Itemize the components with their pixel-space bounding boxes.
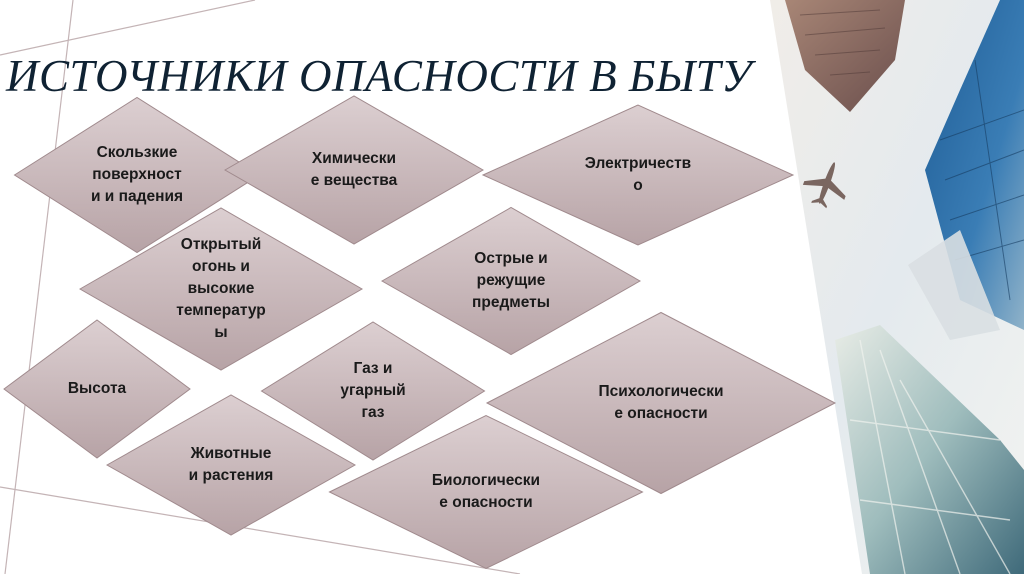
hazard-diamond-shape	[260, 321, 486, 461]
hazard-diamond-shape	[3, 319, 191, 459]
hazard-diamond-label: Биологически е опасности	[431, 472, 541, 511]
hazard-diamond-shape	[485, 311, 837, 495]
hazard-diamond-shape	[223, 95, 485, 245]
hazard-diamond-label: Скользкие поверхност и и падения	[90, 144, 184, 205]
hazard-diamond-label: Электричеств о	[584, 155, 692, 194]
hazard-diamond-label: Острые и режущие предметы	[472, 250, 550, 311]
hazard-diamond-shape	[328, 414, 644, 570]
hazard-diamond-shape	[105, 394, 357, 536]
slide-title: ИСТОЧНИКИ ОПАСНОСТИ В БЫТУ	[6, 51, 752, 101]
hazard-diamond-label: Животные и растения	[188, 445, 274, 484]
hazard-diamond-shape	[481, 104, 795, 246]
hazard-diamond-shape	[380, 206, 642, 356]
hazard-diamond-label: Высота	[67, 380, 127, 397]
airplane-icon	[802, 162, 846, 209]
hazard-diamond-shape	[78, 207, 364, 371]
hazard-diamond-label: Открытый огонь и высокие температур ы	[176, 236, 266, 341]
hazard-diamond-label: Химически е вещества	[310, 150, 398, 189]
hazard-diamond-label: Газ и угарный газ	[340, 360, 406, 421]
hazard-diamond-label: Психологически е опасности	[598, 383, 724, 422]
